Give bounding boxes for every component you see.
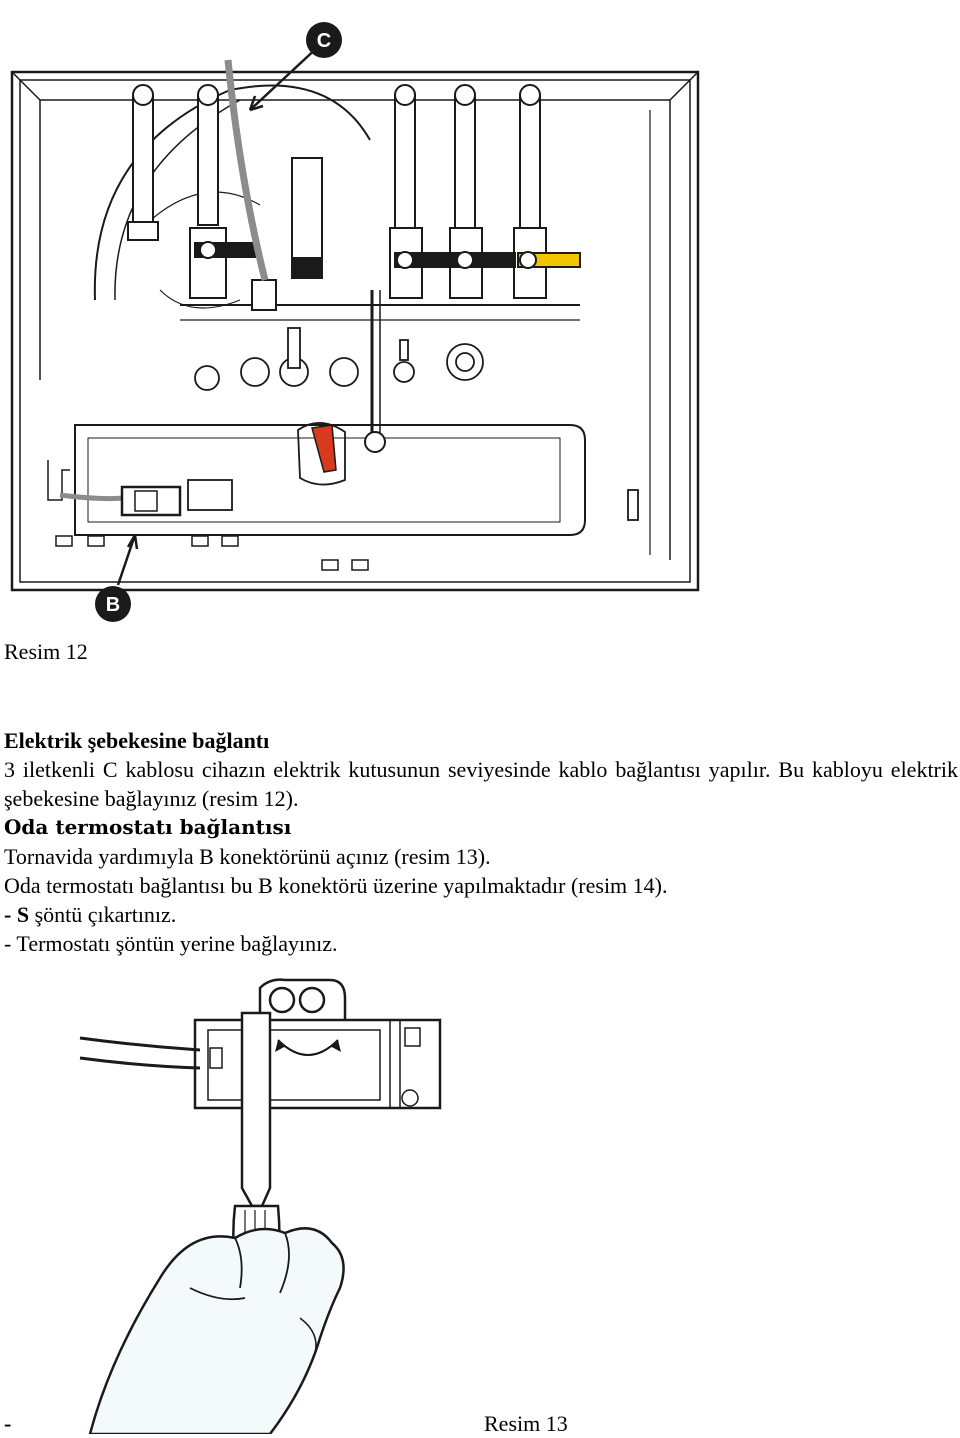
callout-c-label: C xyxy=(317,30,331,52)
callout-b-label: B xyxy=(106,594,120,616)
step-connect-thermostat: - Termostatı şöntün yerine bağlayınız. xyxy=(4,931,338,956)
step-remove-shunt-text: şöntü çıkartınız. xyxy=(29,902,177,927)
thermostat-line-2: Oda termostatı bağlantısı bu B konektörü… xyxy=(4,873,668,898)
screwdriver-hand-illustration xyxy=(79,978,442,1434)
electric-paragraph: 3 iletkenli C kablosu cihazın elektrik k… xyxy=(4,757,958,811)
instructions-text: Elektrik şebekesine bağlantı 3 iletkenli… xyxy=(4,726,958,958)
figure-13-caption: Resim 13 xyxy=(484,1411,568,1436)
thermostat-line-1: Tornavida yardımıyla B konektörünü açını… xyxy=(4,844,491,869)
section-heading-thermostat: Oda termostatı bağlantısı xyxy=(4,815,292,839)
step-remove-shunt-prefix: - S xyxy=(4,902,30,927)
boiler-connection-diagram: C B xyxy=(10,22,700,622)
step-remove-shunt: - S şöntü çıkartınız. xyxy=(4,900,958,929)
figure-12-caption: Resim 12 xyxy=(4,639,88,664)
section-heading-electric: Elektrik şebekesine bağlantı xyxy=(4,728,270,753)
figure-13-dash: - xyxy=(4,1411,12,1436)
